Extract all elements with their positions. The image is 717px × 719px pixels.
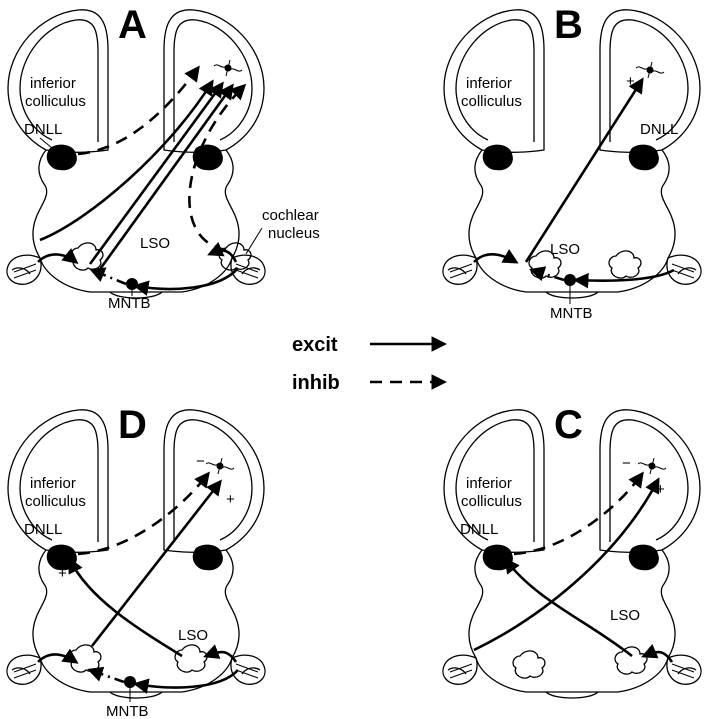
excitatory-pathway [524, 77, 644, 263]
excitatory-pathway [473, 477, 660, 652]
panel-b: B inferior colliculus DNLL LSO MNTB + [442, 3, 702, 322]
panel-c: C inferior colliculus DNLL LSO − + [442, 403, 702, 699]
lso-label: LSO [178, 627, 208, 644]
excitatory-pathway [39, 79, 214, 242]
lso-label: LSO [610, 607, 640, 624]
dnll-label: DNLL [640, 121, 678, 138]
mntb-nucleus [564, 274, 576, 286]
ic-label-line2: colliculus [461, 93, 522, 110]
inhibitory-pathway [77, 471, 210, 556]
ic-label-line2: colliculus [461, 493, 522, 510]
panel-a: A inferior colliculus DNLL LSO cochlear … [6, 3, 320, 312]
inhibitory-pathway [529, 266, 565, 282]
panel-d: D inferior colliculus DNLL LSO MNTB − + … [6, 403, 266, 719]
ic-label-line1: inferior [466, 475, 512, 492]
legend-inhib-label: inhib [292, 372, 340, 394]
excitatory-pathway [68, 557, 183, 658]
excitatory-pathway [96, 83, 234, 273]
dnll-label: DNLL [460, 521, 498, 538]
panel-letter: D [118, 403, 147, 447]
excitatory-pathway [132, 669, 239, 694]
inhibitory-pathway [188, 83, 247, 252]
ic-label-line1: inferior [30, 475, 76, 492]
mntb-label: MNTB [550, 305, 593, 322]
panel-letter: A [118, 3, 147, 47]
cochlear-nucleus-label-line2: nucleus [268, 225, 320, 242]
dnll-label: DNLL [24, 121, 62, 138]
excitatory-pathway [473, 249, 519, 264]
ic-label-line2: colliculus [25, 93, 86, 110]
excitatory-pathway [37, 248, 79, 264]
excitatory-pathway [88, 81, 224, 265]
lso-label: LSO [140, 235, 170, 252]
inhibitory-pathway [77, 65, 200, 156]
excitatory-pathway [504, 557, 633, 658]
mntb-nucleus [124, 676, 136, 688]
ic-label-line1: inferior [30, 75, 76, 92]
legend: excit inhib [292, 334, 448, 394]
mntb-label: MNTB [108, 295, 151, 312]
excitatory-sign: + [226, 491, 235, 508]
excitatory-pathway [90, 479, 222, 647]
excitatory-pathway [207, 241, 238, 263]
excitatory-sign: + [626, 73, 635, 90]
dnll-label: DNLL [24, 521, 62, 538]
excitatory-pathway [203, 644, 238, 663]
mntb-label: MNTB [106, 703, 149, 719]
inhibitory-pathway [87, 666, 125, 684]
panel-letter: B [554, 3, 583, 47]
panel-letter: C [554, 403, 583, 447]
excitatory-pathway [641, 643, 674, 663]
inhibitory-sign: − [196, 453, 205, 470]
cochlear-nucleus-label-line1: cochlear [262, 207, 319, 224]
excitatory-pathway [37, 648, 79, 664]
legend-excit-label: excit [292, 334, 338, 356]
ic-label-line1: inferior [466, 75, 512, 92]
excitatory-pathway [132, 267, 240, 296]
excitatory-sign: + [656, 481, 665, 498]
excitatory-pathway [572, 268, 675, 289]
mntb-nucleus [126, 278, 138, 290]
ic-label-line2: colliculus [25, 493, 86, 510]
inhibitory-pathway [513, 471, 644, 556]
inhibitory-sign: − [622, 455, 631, 472]
excitatory-sign: + [58, 565, 67, 582]
inhibitory-pathway [89, 267, 127, 286]
lso-label: LSO [550, 241, 580, 258]
